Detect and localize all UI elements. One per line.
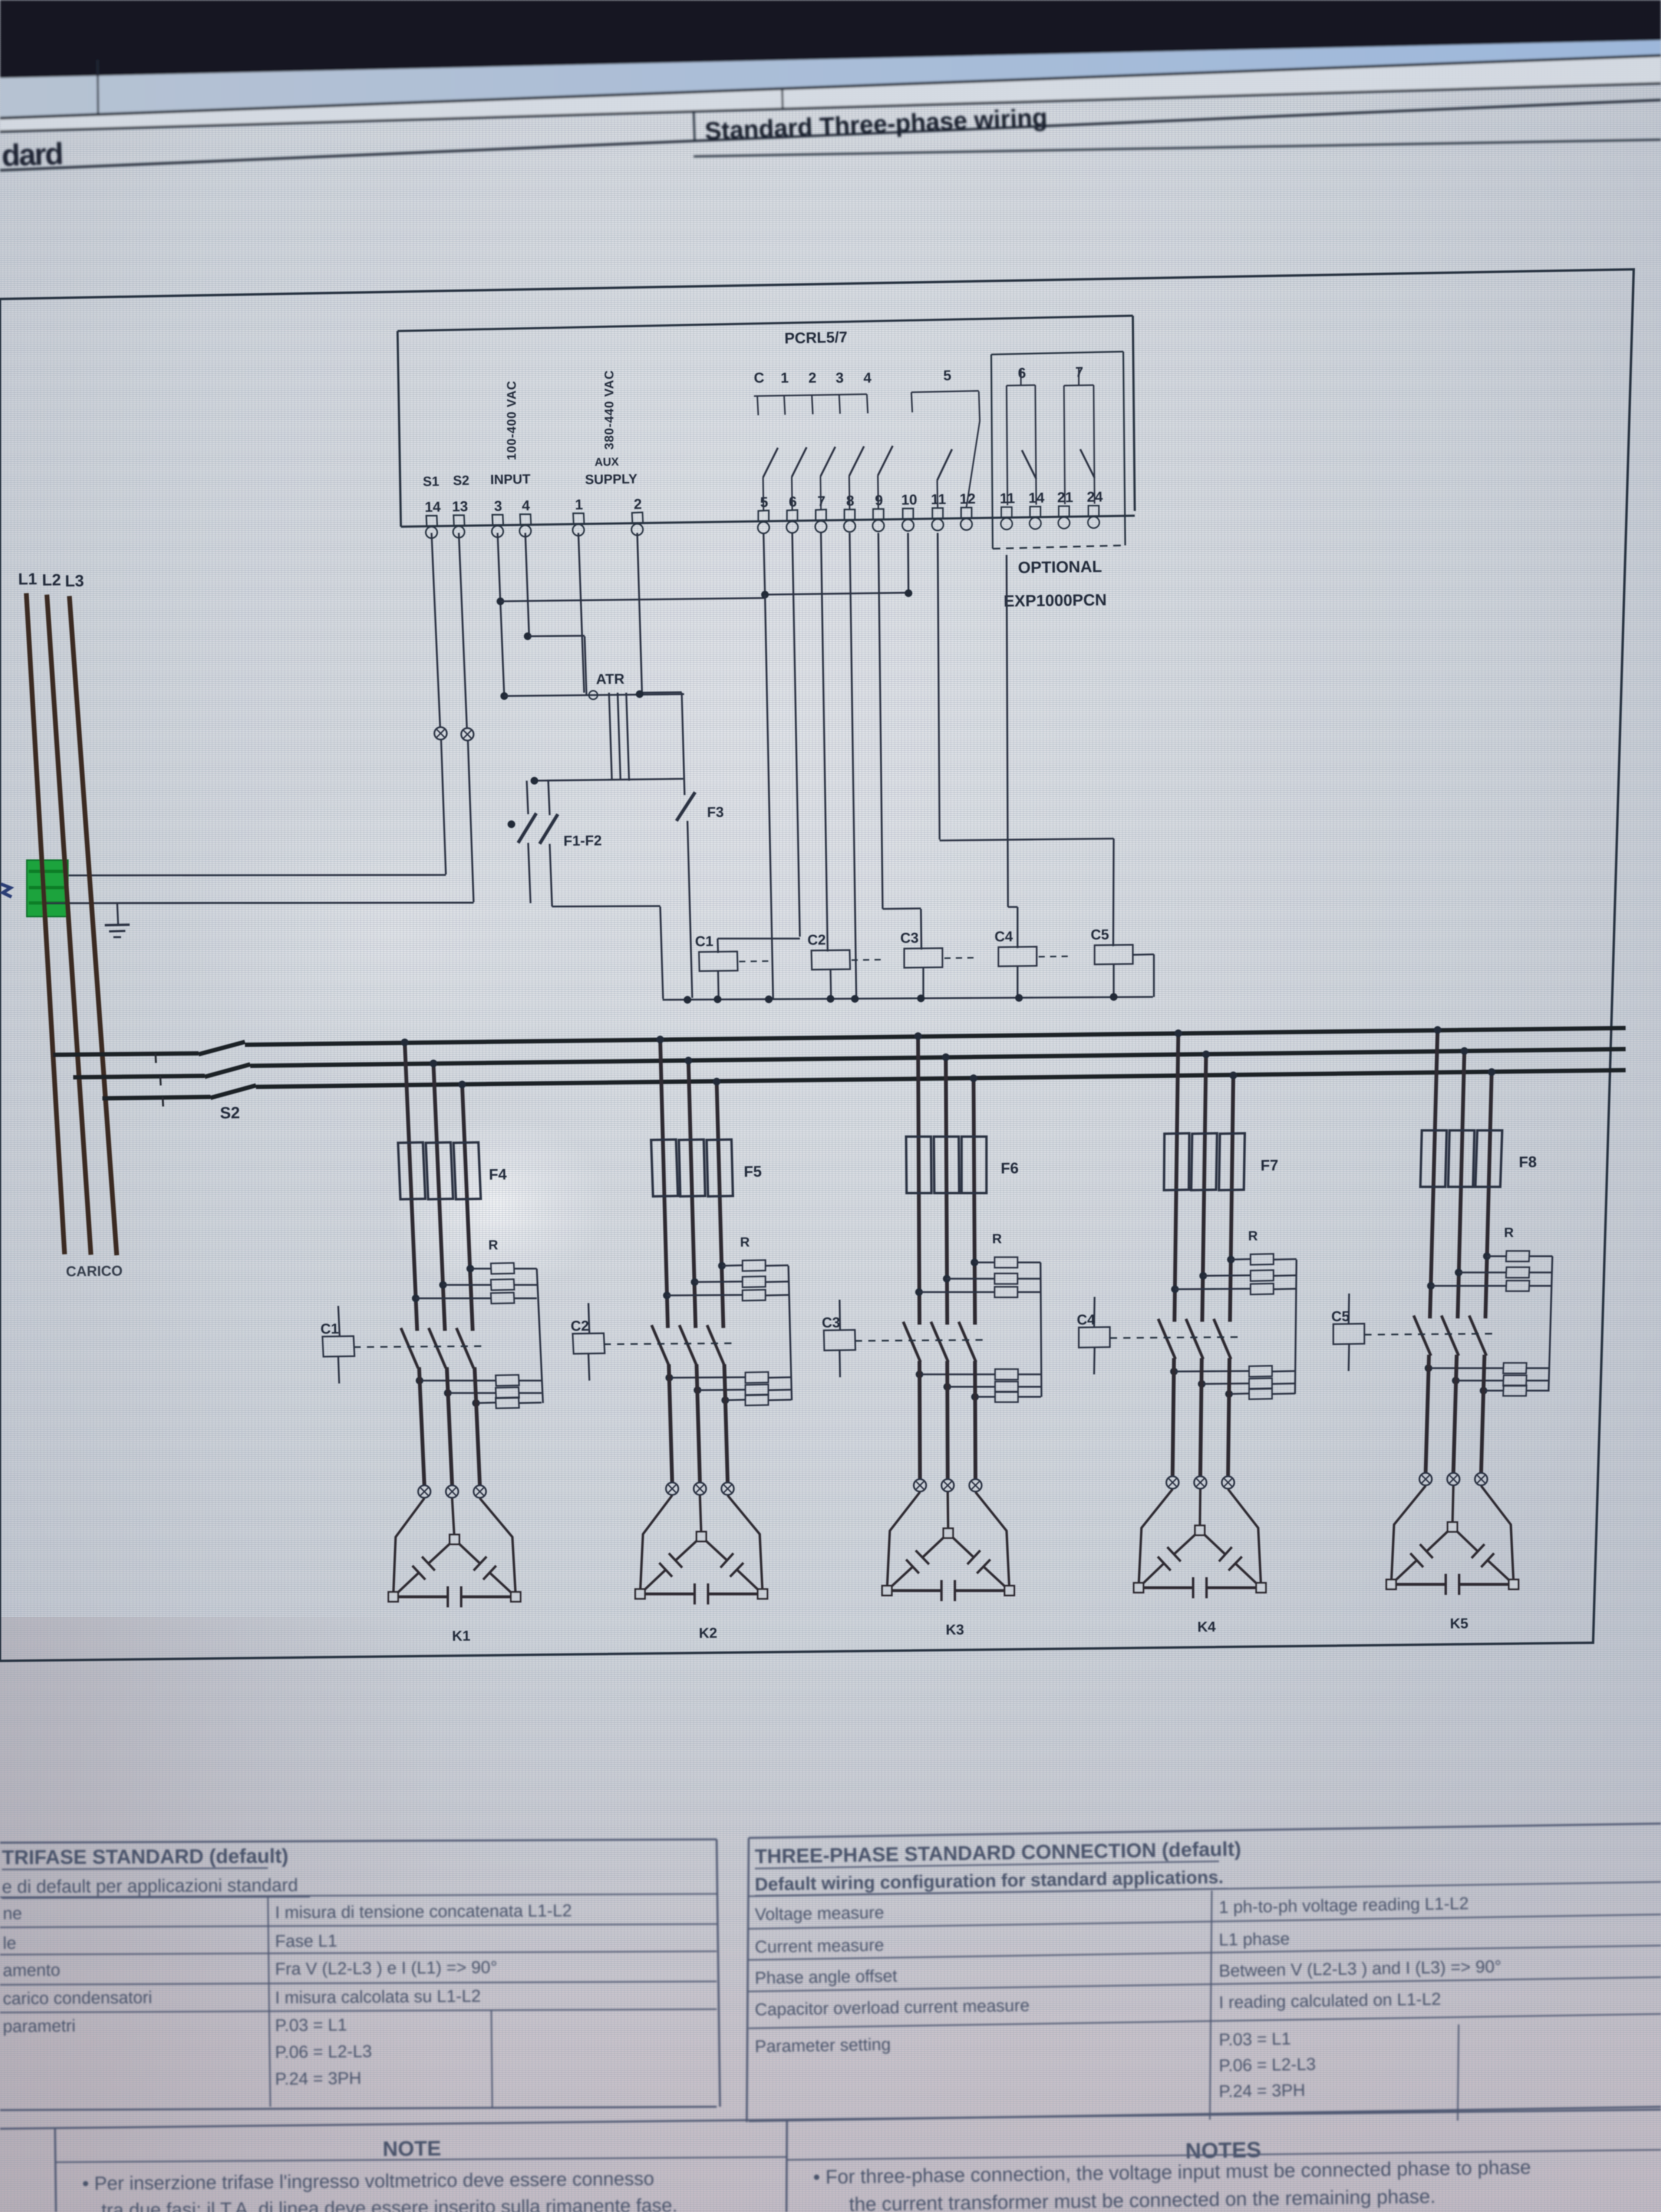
- svg-text:F4: F4: [489, 1166, 507, 1183]
- svg-text:F7: F7: [1261, 1157, 1279, 1174]
- svg-text:C2: C2: [571, 1318, 589, 1334]
- svg-text:carico condensatori: carico condensatori: [3, 1987, 153, 2008]
- svg-text:R: R: [1248, 1228, 1258, 1243]
- svg-text:L2: L2: [42, 571, 61, 589]
- svg-text:SUPPLY: SUPPLY: [585, 471, 638, 487]
- svg-text:R: R: [740, 1235, 750, 1250]
- svg-text:R: R: [488, 1238, 498, 1252]
- svg-text:amento: amento: [3, 1960, 60, 1980]
- svg-text:C1: C1: [321, 1321, 339, 1337]
- svg-text:10: 10: [901, 492, 918, 508]
- svg-text:• Per inserzione trifase l'ing: • Per inserzione trifase l'ingresso volt…: [82, 2168, 654, 2194]
- svg-text:C5: C5: [1331, 1309, 1350, 1325]
- svg-text:4: 4: [864, 370, 872, 386]
- svg-text:ne: ne: [3, 1903, 22, 1923]
- svg-text:AUX: AUX: [595, 455, 619, 469]
- svg-text:14: 14: [425, 499, 441, 515]
- svg-text:K1: K1: [452, 1628, 471, 1644]
- svg-text:K5: K5: [1450, 1616, 1469, 1632]
- svg-text:3: 3: [494, 498, 502, 514]
- svg-text:NOTES: NOTES: [1185, 2137, 1261, 2163]
- svg-text:6: 6: [1018, 365, 1026, 381]
- svg-text:Fra V (L2-L3 ) e I (L1) => 90°: Fra V (L2-L3 ) e I (L1) => 90°: [275, 1957, 498, 1979]
- svg-text:L1: L1: [18, 570, 37, 588]
- svg-text:C3: C3: [900, 930, 919, 946]
- svg-text:R: R: [992, 1231, 1002, 1246]
- svg-text:Current measure: Current measure: [754, 1935, 884, 1957]
- svg-text:dard: dard: [1, 136, 63, 173]
- svg-text:2: 2: [808, 370, 817, 386]
- svg-text:parametri: parametri: [3, 2016, 76, 2036]
- svg-text:F6: F6: [1001, 1160, 1019, 1177]
- svg-text:F5: F5: [744, 1163, 762, 1180]
- svg-text:TRIFASE STANDARD (default): TRIFASE STANDARD (default): [2, 1845, 288, 1869]
- svg-text:INPUT: INPUT: [490, 472, 531, 487]
- svg-text:C3: C3: [822, 1315, 841, 1331]
- svg-text:EXP1000PCN: EXP1000PCN: [1004, 591, 1107, 610]
- svg-text:C4: C4: [1077, 1312, 1096, 1328]
- svg-text:Voltage measure: Voltage measure: [754, 1902, 884, 1924]
- svg-text:ATR: ATR: [596, 671, 625, 687]
- svg-text:S1: S1: [423, 474, 440, 489]
- svg-text:380-440 VAC: 380-440 VAC: [602, 370, 616, 450]
- svg-text:K4: K4: [1197, 1619, 1216, 1635]
- svg-text:P.24 = 3PH: P.24 = 3PH: [1218, 2080, 1305, 2101]
- svg-text:1 ph-to-ph voltage reading L1-: 1 ph-to-ph voltage reading L1-L2: [1218, 1893, 1469, 1917]
- svg-text:C: C: [754, 370, 764, 386]
- svg-text:le: le: [3, 1933, 16, 1953]
- svg-text:P.06 = L2-L3: P.06 = L2-L3: [1218, 2054, 1316, 2075]
- svg-text:S2: S2: [453, 473, 470, 488]
- svg-text:C5: C5: [1091, 927, 1109, 943]
- svg-text:3: 3: [836, 370, 844, 386]
- svg-text:P.03 = L1: P.03 = L1: [1218, 2029, 1291, 2049]
- svg-text:2: 2: [634, 497, 642, 512]
- svg-text:C2: C2: [808, 932, 826, 948]
- svg-text:K3: K3: [946, 1622, 964, 1638]
- svg-text:I reading calculated on L1-L2: I reading calculated on L1-L2: [1218, 1989, 1441, 2012]
- svg-text:1: 1: [781, 370, 789, 386]
- svg-text:F1-F2: F1-F2: [564, 833, 602, 849]
- svg-text:F3: F3: [707, 805, 724, 820]
- svg-text:L1 phase: L1 phase: [1218, 1929, 1290, 1949]
- svg-text:11: 11: [931, 492, 946, 508]
- svg-text:R: R: [1504, 1225, 1514, 1240]
- svg-text:K2: K2: [699, 1626, 718, 1641]
- svg-text:OPTIONAL: OPTIONAL: [1018, 558, 1102, 577]
- svg-text:F8: F8: [1519, 1153, 1537, 1171]
- svg-text:I misura calcolata su L1-L2: I misura calcolata su L1-L2: [275, 1986, 481, 2007]
- svg-text:Fase L1: Fase L1: [275, 1931, 337, 1951]
- svg-text:e di default per applicazioni: e di default per applicazioni standard: [2, 1875, 298, 1897]
- svg-text:P.03 = L1: P.03 = L1: [275, 2015, 347, 2035]
- svg-text:L3: L3: [65, 572, 84, 590]
- svg-text:1: 1: [575, 497, 583, 513]
- svg-text:I misura di tensione concatena: I misura di tensione concatenata L1-L2: [275, 1901, 572, 1922]
- svg-text:13: 13: [452, 498, 468, 515]
- svg-text:Between V (L2-L3 ) and I (L3): Between V (L2-L3 ) and I (L3) => 90°: [1218, 1957, 1501, 1980]
- svg-text:S2: S2: [220, 1104, 240, 1122]
- svg-text:100-400 VAC: 100-400 VAC: [504, 380, 519, 460]
- svg-text:Capacitor overload current mea: Capacitor overload current measure: [754, 1995, 1030, 2019]
- svg-text:PCRL5/7: PCRL5/7: [784, 328, 847, 347]
- svg-text:P.06 = L2-L3: P.06 = L2-L3: [275, 2041, 372, 2062]
- svg-text:NOTE: NOTE: [383, 2137, 442, 2161]
- svg-text:P.24 = 3PH: P.24 = 3PH: [275, 2068, 362, 2089]
- svg-text:C1: C1: [695, 934, 714, 950]
- svg-text:CARICO: CARICO: [66, 1263, 123, 1280]
- svg-text:Parameter setting: Parameter setting: [754, 2035, 891, 2056]
- svg-text:4: 4: [522, 498, 531, 514]
- svg-text:C4: C4: [995, 929, 1013, 945]
- svg-text:5: 5: [943, 368, 952, 384]
- svg-text:Phase angle offset: Phase angle offset: [754, 1966, 897, 1988]
